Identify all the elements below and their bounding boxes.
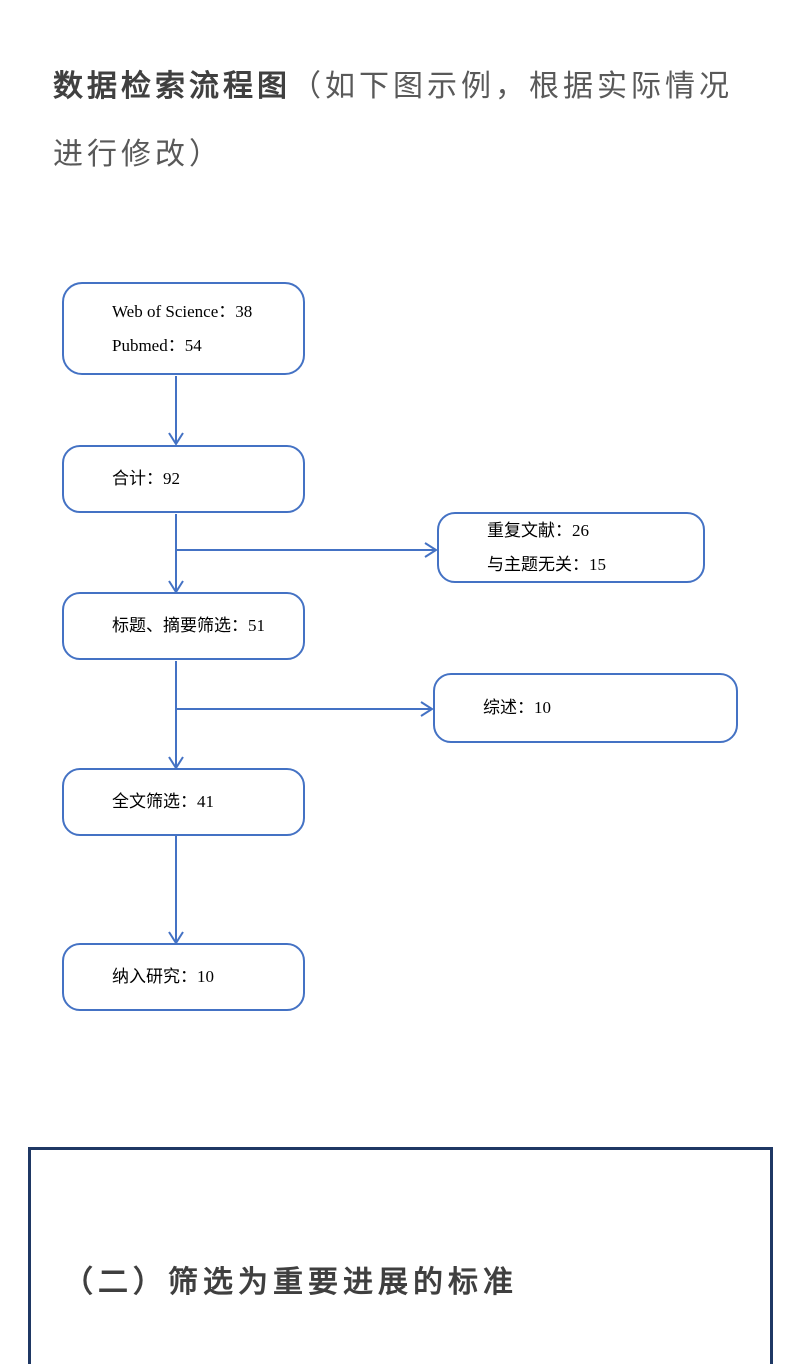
arrowhead-right-icon [420,701,434,717]
arrowhead-down-icon [168,756,184,770]
flow-node-excluded: 重复文献：26 与主题无关：15 [437,512,705,583]
flowchart: Web of Science：38 Pubmed：54 合计：92 重复文献：2… [62,282,738,1011]
flow-node-included-line1: 纳入研究：10 [112,967,214,986]
arrowhead-down-icon [168,931,184,945]
flow-node-total-line1: 合计：92 [112,469,180,488]
flow-node-sources-line1: Web of Science：38 [112,301,253,321]
flow-node-title-abstract: 标题、摘要筛选：51 [62,592,305,660]
arrowhead-down-icon [168,580,184,594]
section-heading: （二）筛选为重要进展的标准 [63,1266,518,1299]
page-title-bold: 数据检索流程图 [53,70,291,103]
flow-node-fulltext: 全文筛选：41 [62,768,305,836]
flow-node-total: 合计：92 [62,445,305,513]
section-container: （二）筛选为重要进展的标准 [28,1147,773,1364]
flow-node-sources-line2: Pubmed：54 [112,335,202,355]
flow-node-reviews: 综述：10 [433,673,738,743]
flow-node-reviews-line1: 综述：10 [483,698,551,717]
flow-node-included: 纳入研究：10 [62,943,305,1011]
flow-node-excluded-line2: 与主题无关：15 [487,554,606,574]
flow-node-title-abstract-line1: 标题、摘要筛选：51 [112,616,265,635]
arrowhead-down-icon [168,432,184,446]
page-title-rest: （如下图示例，根据实际情况进行修改） [53,70,733,171]
flow-node-fulltext-line1: 全文筛选：41 [112,792,214,811]
arrowhead-right-icon [424,542,438,558]
flow-node-excluded-line1: 重复文献：26 [487,520,589,540]
page-title: 数据检索流程图（如下图示例，根据实际情况进行修改） [53,53,753,189]
flow-node-sources: Web of Science：38 Pubmed：54 [62,282,305,375]
